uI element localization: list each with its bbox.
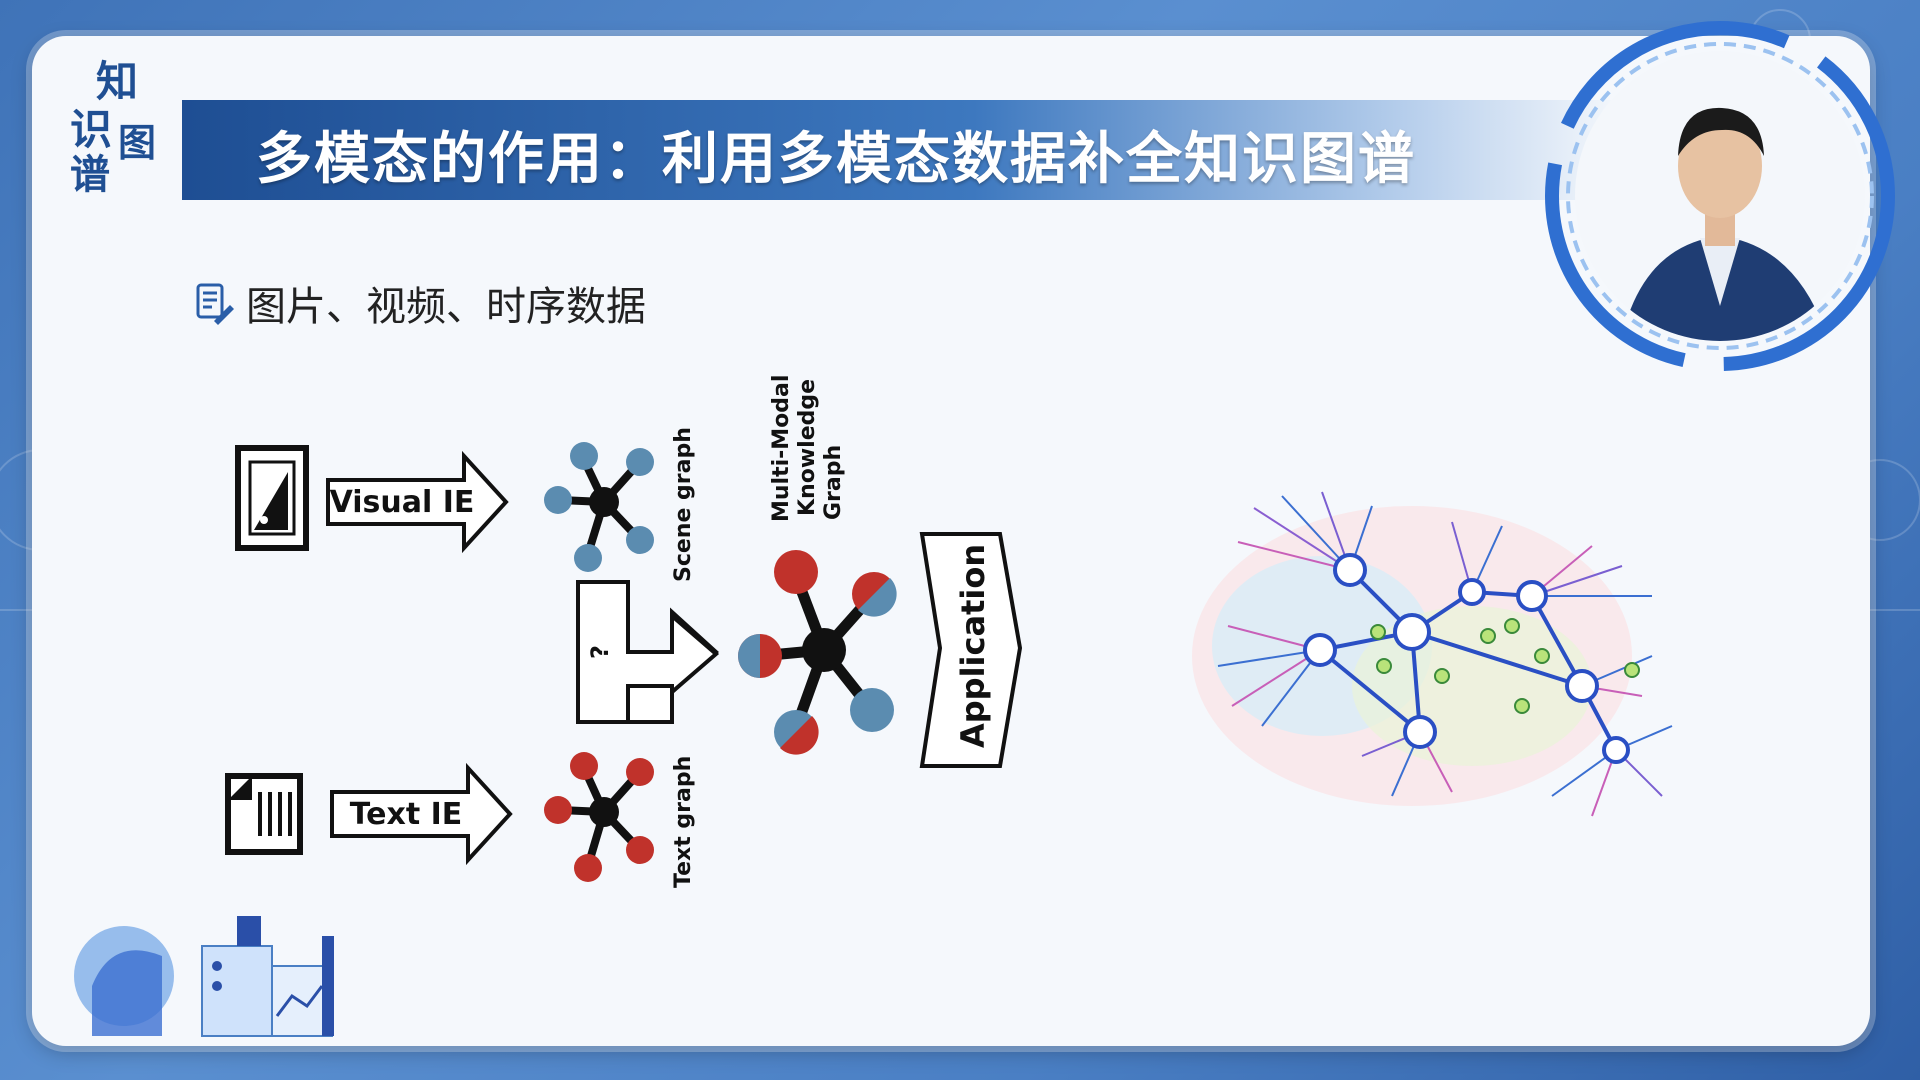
application-label: Application [954, 544, 992, 748]
svg-text:Knowledge: Knowledge [795, 379, 820, 516]
mmkg-node [774, 550, 818, 594]
svg-text:Graph: Graph [821, 445, 846, 520]
visual-ie-arrow: Visual IE [326, 450, 509, 554]
presenter-video [1540, 16, 1900, 376]
scene-graph-nodes [544, 442, 654, 572]
page-title: 多模态的作用：利用多模态数据补全知识图谱 [256, 127, 1416, 192]
multimodal-knowledge-graph [738, 550, 897, 755]
mmkg-diagram: Visual IE Scene graph ? Multi-Moda [225, 375, 1673, 888]
text-graph-label: Text graph [671, 756, 696, 888]
scene-graph-label: Scene graph [671, 427, 696, 582]
logo-char-2: 识 [70, 105, 113, 154]
logo-char-1: 知 [96, 57, 139, 106]
scene-graph: Scene graph [544, 427, 696, 582]
question-arrow: ? [576, 580, 720, 724]
slide-panel: 知 识 图 谱 多模态的作用：利用多模态数据补全知识图谱 图片、视频、时序数据 [32, 36, 1870, 1046]
mmkg-label: Multi-Modal Knowledge Graph [769, 375, 846, 522]
mmkg-node-split [852, 572, 897, 617]
document-edit-icon [196, 283, 234, 325]
mmkg-node-split [774, 710, 819, 755]
text-graph-nodes [544, 752, 654, 882]
bullet-item: 图片、视频、时序数据 [192, 274, 646, 332]
logo-char-3: 图 [118, 121, 157, 165]
text-graph: Text graph [544, 752, 696, 888]
bullet-text: 图片、视频、时序数据 [246, 284, 646, 330]
network-hub-nodes [1303, 553, 1630, 764]
visual-ie-label: Visual IE [330, 485, 475, 520]
avatar [1545, 21, 1895, 371]
knowledge-network-visual [1192, 491, 1673, 817]
application-arrow: Application [919, 532, 1023, 768]
knowledge-graph-logo: 知 识 图 谱 [56, 48, 176, 198]
text-ie-label: Text IE [350, 797, 463, 832]
title-bar: 多模态的作用：利用多模态数据补全知识图谱 [182, 100, 1622, 200]
svg-text:Multi-Modal: Multi-Modal [769, 375, 794, 522]
mmkg-node-split [738, 634, 782, 678]
document-icon [225, 773, 303, 855]
logo-char-4: 谱 [70, 152, 110, 198]
text-ie-arrow: Text IE [330, 762, 513, 866]
ai-illustration [74, 916, 334, 1037]
image-icon [235, 445, 309, 551]
mmkg-node [850, 688, 894, 732]
question-mark: ? [586, 645, 614, 659]
